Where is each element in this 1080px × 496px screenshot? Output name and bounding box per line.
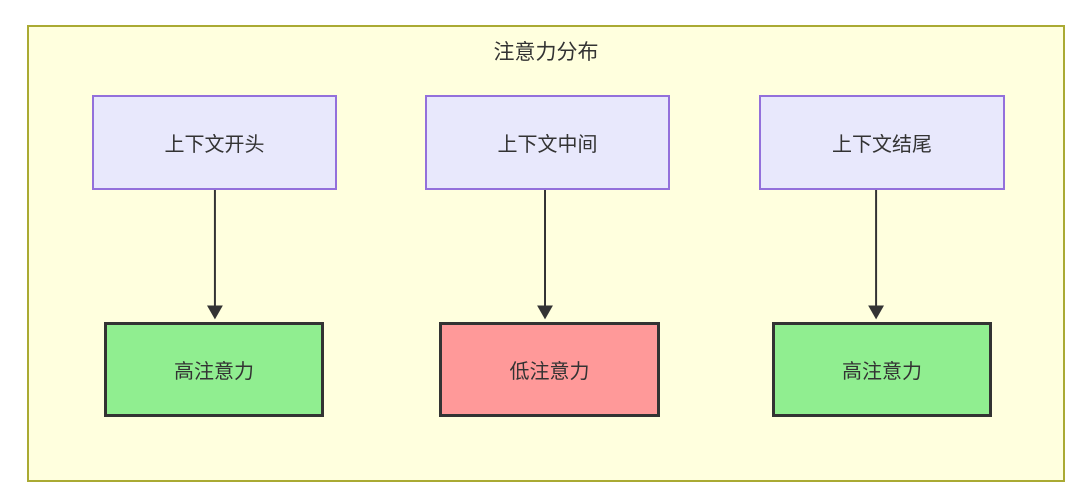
arrowhead-icon bbox=[868, 305, 885, 320]
node-attention-high-2-label: 高注意力 bbox=[842, 361, 922, 383]
diagram-title: 注意力分布 bbox=[493, 41, 599, 64]
node-context-start-label: 上下文开头 bbox=[164, 134, 265, 156]
node-attention-high-1-label: 高注意力 bbox=[174, 361, 254, 383]
edge-middle-to-low bbox=[537, 188, 553, 320]
node-context-end: 上下文结尾 bbox=[759, 95, 1005, 190]
node-attention-low-label: 低注意力 bbox=[509, 361, 590, 383]
node-context-middle: 上下文中间 bbox=[425, 95, 670, 190]
arrowhead-icon bbox=[537, 305, 553, 320]
node-context-end-label: 上下文结尾 bbox=[832, 134, 932, 156]
attention-distribution-subgraph: 注意力分布 上下文开头 上下文中间 上下文结尾 高注意力 bbox=[27, 25, 1065, 482]
node-context-middle-label: 上下文中间 bbox=[497, 134, 598, 156]
node-attention-high-1: 高注意力 bbox=[104, 322, 324, 417]
edge-end-to-high2 bbox=[868, 188, 885, 320]
edge-start-to-high1 bbox=[206, 188, 223, 320]
node-context-start: 上下文开头 bbox=[92, 95, 337, 190]
node-attention-low: 低注意力 bbox=[439, 322, 660, 417]
arrowhead-icon bbox=[206, 305, 223, 320]
node-attention-high-2: 高注意力 bbox=[772, 322, 992, 417]
